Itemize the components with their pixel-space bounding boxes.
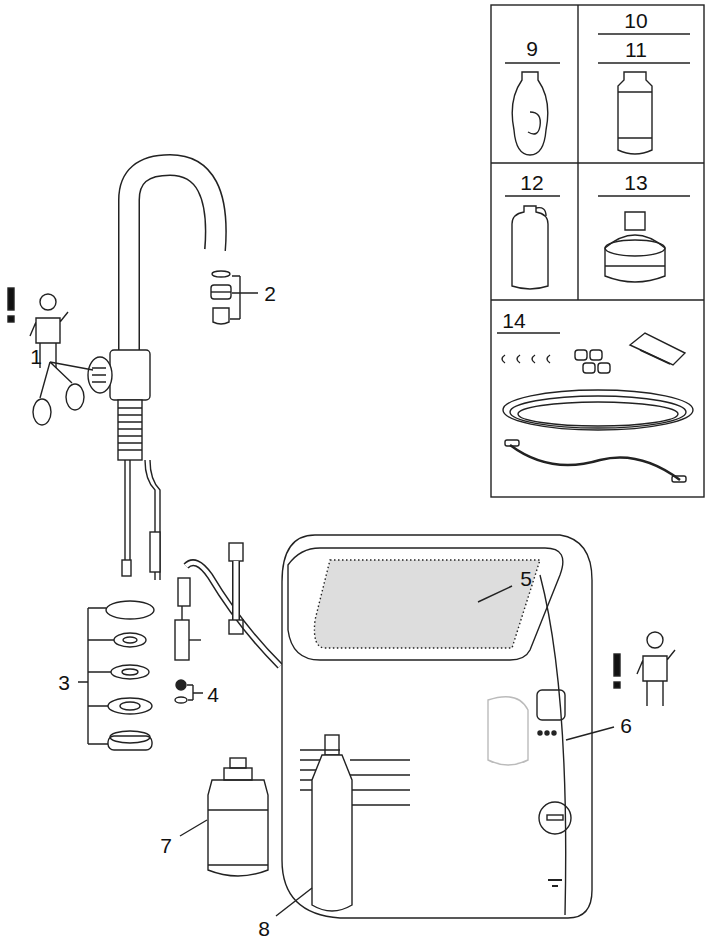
callout-number: 10 <box>624 10 647 31</box>
warning-person-icon <box>8 288 675 706</box>
inset-frame <box>491 5 704 497</box>
callout-number: 12 <box>520 172 543 193</box>
callout-number: 3 <box>58 672 70 693</box>
callout-number: 4 <box>207 684 219 705</box>
callout-number: 2 <box>264 283 276 304</box>
callout-number: 8 <box>258 918 270 939</box>
callout-number: 14 <box>502 310 525 331</box>
callout-number: 6 <box>620 715 632 736</box>
callout-number: 9 <box>526 38 538 59</box>
callout-number: 7 <box>160 835 172 856</box>
callout-number: 5 <box>520 568 532 589</box>
callout-number: 13 <box>624 172 647 193</box>
callout-number: 11 <box>625 39 647 60</box>
callout-number: 1 <box>30 346 42 367</box>
leader-lines <box>40 276 614 916</box>
